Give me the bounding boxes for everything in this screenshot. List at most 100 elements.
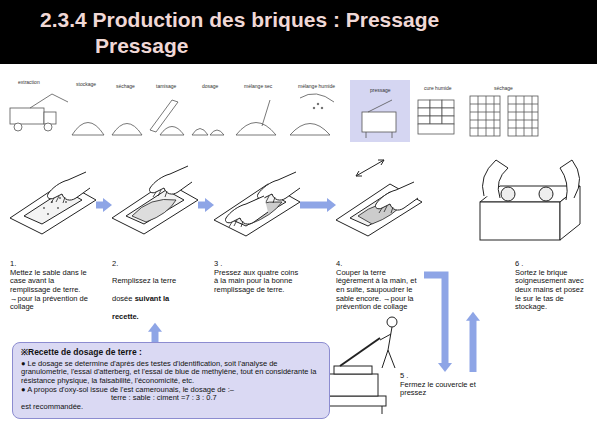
step-body: ● A propos d'oxy-sol issue de l'est came… [21,386,321,395]
step-body: terre : sable : ciment =7 : 3 : 0.7 [21,394,321,403]
stage-label: stockage [76,82,96,88]
process-strip [30,94,68,108]
step1-illustration [10,172,96,234]
step-text: 2.Remplissez la terre doséesuivant la re… [112,160,198,323]
step-heading: 1. [10,260,96,269]
stage-label: tamisage [156,84,176,90]
process-strip [72,123,104,136]
step-body: Mettez le sable dans le case avant la re… [10,269,96,312]
process-strip [313,107,315,109]
process-strip [290,94,334,135]
step6-illustration [480,202,560,240]
process-strip [150,100,178,132]
process-strip [442,116,454,124]
flow-arrow [148,323,162,342]
step-body: Pressez aux quatre coins à la main pour … [214,269,300,295]
press-machine [380,327,395,368]
step-heading: 6 . [515,260,590,269]
arrow-head [466,312,480,321]
press-machine [340,338,380,366]
step1-illustration [65,201,67,203]
step1-illustration [47,213,49,215]
step1-illustration [43,207,45,209]
process-strip [14,123,22,131]
step1-illustration [47,172,90,203]
process-strip [508,96,538,136]
process-strip [362,112,396,132]
stage-label: séchage [494,86,513,92]
step6-illustration [501,187,515,201]
stage-label: mélange sec [244,84,272,90]
step-heading: 2. [112,260,198,269]
process-strip [470,96,500,136]
process-strip [44,123,52,131]
stage-label: mélange humide [298,84,335,90]
process-strip [418,124,454,134]
step4-illustration [375,182,418,213]
process-strip [418,116,430,124]
process-strip [442,100,454,108]
step4-illustration [356,160,384,176]
arrow-shaft [198,202,206,209]
process-strip [160,127,184,136]
title-band [0,0,597,64]
process-strip [350,80,410,142]
step-text: 3 .Pressez aux quatre coins à la main po… [214,160,300,295]
arrow-head [438,363,452,372]
step-body: Fermez le couvercle et pressez [400,381,476,398]
step1-illustration [57,207,59,209]
step-text: 4.Couper la terre légèrement à la main, … [336,160,424,312]
step3-illustration [214,172,300,236]
process-strip [236,100,276,135]
step6-illustration [539,187,553,201]
process-strip [10,80,538,142]
process-strip [317,103,319,105]
arrow-head [103,198,112,212]
flow-arrow [198,198,214,212]
step3-illustration [225,196,268,227]
arrow-shaft [96,202,104,209]
stage-label: séchage [116,84,135,90]
step2-illustration [149,166,192,197]
step-body: est recommandée. [21,403,321,412]
stage-label: extraction [18,80,40,86]
step-heading: 4. [336,260,424,269]
step-text: 5 .Fermez le couvercle et pressez [400,372,476,398]
step-body: Sortez le brique soigneusement avec deux… [515,269,590,312]
stage-label: pressage [370,88,391,94]
arrow-shaft [470,320,477,372]
process-strip [430,100,442,108]
step-text: 1.Mettez le sable dans le case avant la … [10,160,96,312]
step1-illustration [59,197,61,199]
stage-label: cure humide [424,86,452,92]
process-strip [44,112,56,124]
flow-arrow [466,312,480,372]
process-strip [10,108,44,124]
recipe-box: ※Recette de dosage de terre :● Le dosage… [12,342,330,419]
step4-illustration [336,160,422,236]
process-strip [418,108,430,116]
process-strip [430,108,442,116]
process-strip [442,108,454,116]
flow-arrow [96,198,112,212]
process-strip [418,100,430,108]
flow-arrow [300,198,336,212]
flow-arrow [424,275,452,372]
step-heading: 3 . [214,260,300,269]
arrow-shaft [424,275,445,364]
arrow-shaft [152,331,159,342]
process-strip [192,129,224,136]
process-strip [508,96,538,136]
process-strip [470,96,500,136]
step2-illustration [132,199,176,222]
process-strip [321,107,323,109]
step2-illustration [112,166,198,234]
press-machine [328,374,378,396]
process-strip [366,100,392,138]
press-machine [387,317,397,327]
arrow-shaft [300,202,328,209]
step-heading: ※Recette de dosage de terre : [21,348,321,358]
arrow-head [205,198,214,212]
press-machine [320,317,397,414]
press-machine [334,366,372,374]
